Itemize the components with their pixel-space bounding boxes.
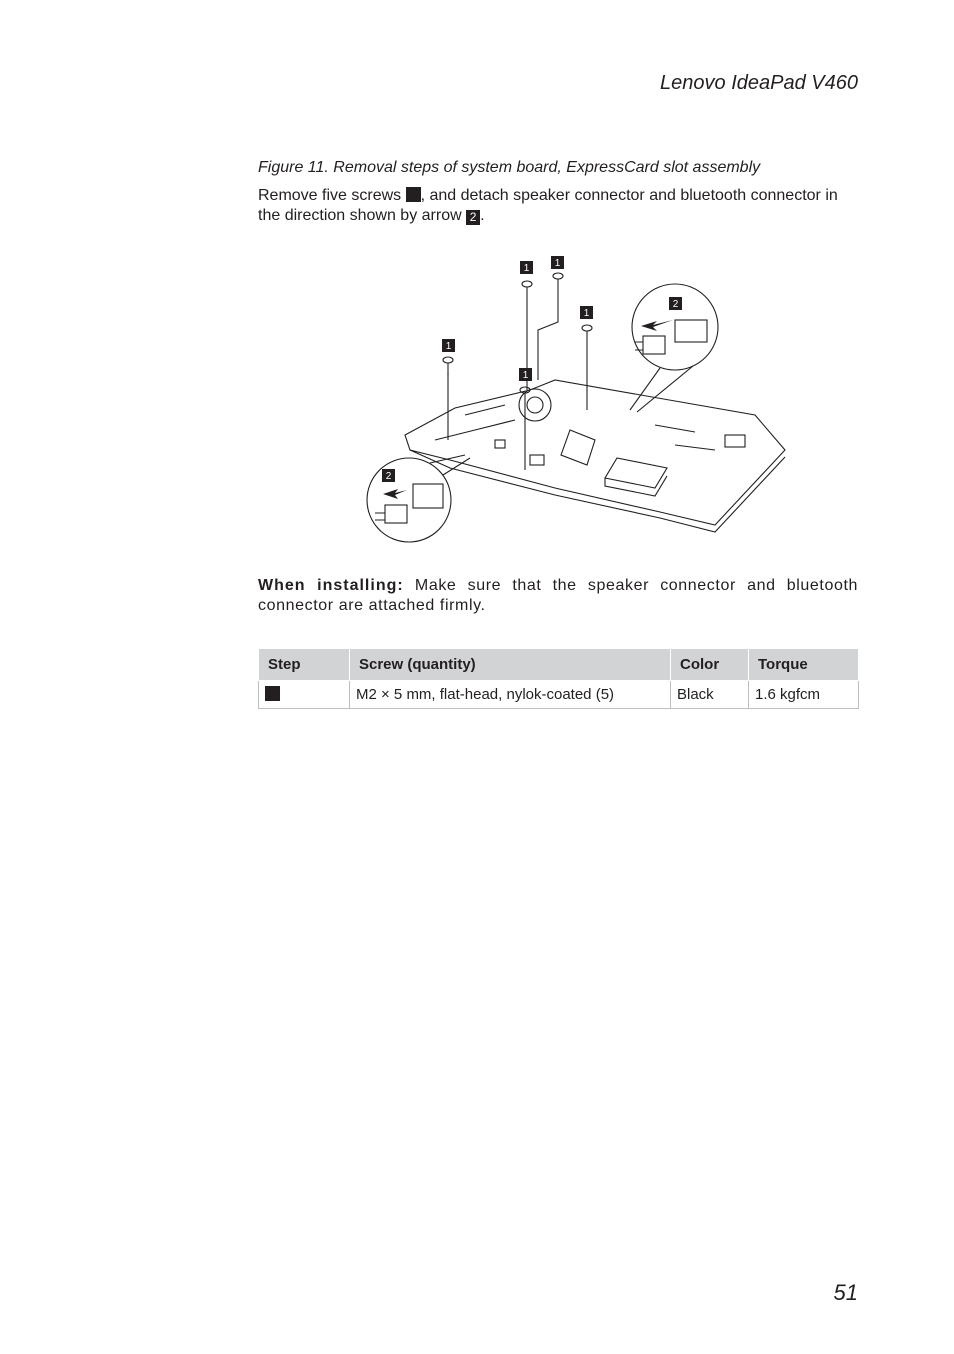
column-header-screw: Screw (quantity) — [349, 648, 671, 681]
table-row: M2 × 5 mm, flat-head, nylok-coated (5) B… — [258, 680, 859, 709]
detach-arrow-icon — [641, 320, 673, 331]
system-board-outline — [404, 379, 786, 526]
column-header-torque: Torque — [748, 648, 859, 681]
system-board-illustration: 1 1 1 1 1 2 2 — [366, 256, 786, 543]
svg-text:2: 2 — [673, 299, 679, 310]
column-header-step: Step — [258, 648, 350, 681]
fan-outline — [518, 388, 552, 422]
expresscard-block — [604, 457, 668, 489]
installing-note: When installing: Make sure that the spea… — [258, 576, 858, 616]
instruction-text-2: , and detach speaker connector and bluet… — [258, 187, 838, 224]
speaker-connector-zoom — [629, 283, 719, 413]
instruction-text-3: . — [480, 207, 485, 224]
screw-icon — [581, 324, 593, 410]
callout-badge: 1 — [551, 256, 564, 269]
header-title: Lenovo IdeaPad V460 — [660, 72, 858, 94]
svg-text:1: 1 — [523, 370, 529, 381]
callout-badge: 1 — [580, 306, 593, 319]
step-1-marker — [265, 686, 280, 701]
callout-badge: 1 — [519, 368, 532, 381]
callout-badge: 1 — [520, 261, 533, 274]
callout-badge: 2 — [669, 297, 682, 310]
callout-badge: 1 — [442, 339, 455, 352]
column-header-color: Color — [670, 648, 749, 681]
screw-icon — [519, 386, 531, 470]
screw-cell: M2 × 5 mm, flat-head, nylok-coated (5) — [349, 680, 671, 709]
svg-text:1: 1 — [524, 263, 530, 274]
screw-table: Step Screw (quantity) Color Torque M2 × … — [258, 648, 859, 709]
torque-cell: 1.6 kgfcm — [748, 680, 859, 709]
svg-text:1: 1 — [584, 308, 590, 319]
figure-caption: Figure 11. Removal steps of system board… — [258, 159, 761, 176]
instruction-text-1: Remove five screws — [258, 187, 406, 204]
step-cell — [258, 680, 350, 709]
installing-note-text: Make sure that the speaker connector and… — [258, 577, 858, 614]
screw-icon — [442, 356, 454, 440]
arrow-2-marker: 2 — [466, 210, 481, 225]
screw-icon — [537, 272, 564, 380]
detach-arrow-icon — [383, 489, 407, 499]
svg-text:1: 1 — [555, 258, 561, 269]
callout-badge: 2 — [382, 469, 395, 482]
bluetooth-connector-zoom — [366, 454, 471, 543]
instruction-paragraph: Remove five screws , and detach speaker … — [258, 186, 858, 226]
installing-note-lead: When installing: — [258, 577, 404, 594]
page-number: 51 — [833, 1280, 858, 1305]
table-header-row: Step Screw (quantity) Color Torque — [258, 648, 859, 681]
svg-text:1: 1 — [446, 341, 452, 352]
svg-text:2: 2 — [386, 471, 392, 482]
step-1-marker — [405, 187, 421, 202]
color-cell: Black — [670, 680, 749, 709]
